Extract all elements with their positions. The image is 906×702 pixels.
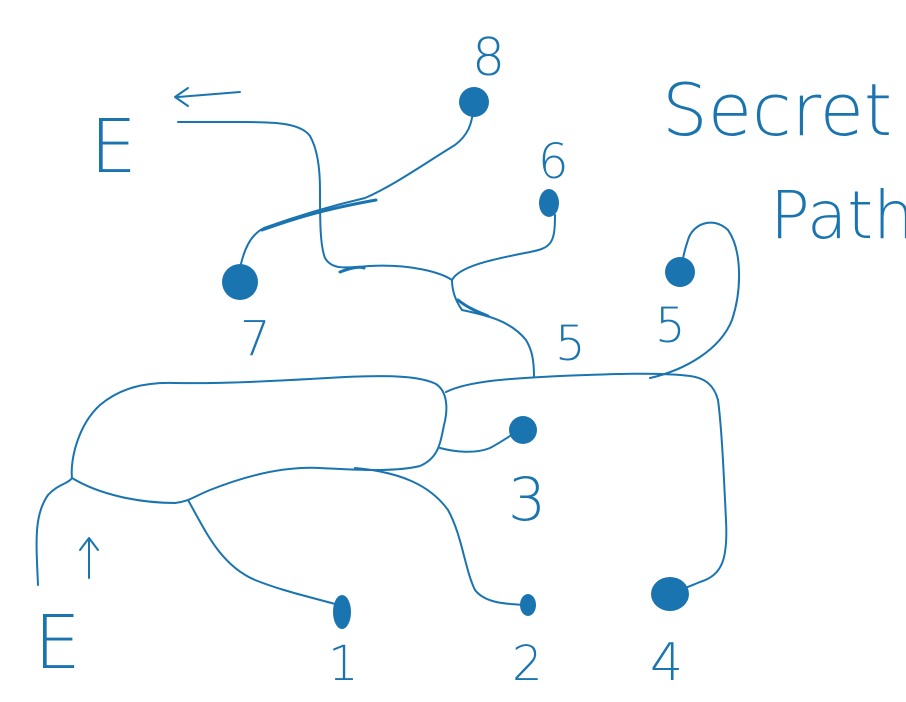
diagram-title-line2: Path: [770, 177, 906, 254]
node-3-label: 3: [508, 465, 546, 535]
node-6: 6: [538, 134, 569, 217]
node-2: 2: [512, 594, 543, 692]
maze-paths: [35, 104, 740, 607]
entrance-arrow-icon: [79, 537, 99, 579]
node-4-label: 4: [650, 633, 683, 693]
node-7-label: 7: [240, 311, 271, 367]
node-4: 4: [650, 577, 689, 693]
entrance-label: E: [34, 600, 81, 686]
exit-arrow-icon: [174, 87, 241, 107]
diagram-title-line1: Secret: [662, 68, 892, 152]
node-3: 3: [508, 416, 546, 535]
node-1: 1: [328, 595, 359, 692]
node-2-label: 2: [512, 636, 543, 692]
node-5a-label: 5: [555, 316, 586, 372]
node-7: 7: [222, 264, 271, 367]
node-6-label: 6: [538, 134, 569, 190]
node-5b-label: 5: [655, 298, 686, 354]
node-8-label: 8: [472, 28, 505, 88]
exit-label: E: [90, 104, 137, 190]
node-5-second: 5: [655, 257, 695, 354]
node-5-first: 5: [555, 316, 586, 372]
node-8: 8: [459, 28, 505, 117]
node-1-label: 1: [328, 636, 359, 692]
